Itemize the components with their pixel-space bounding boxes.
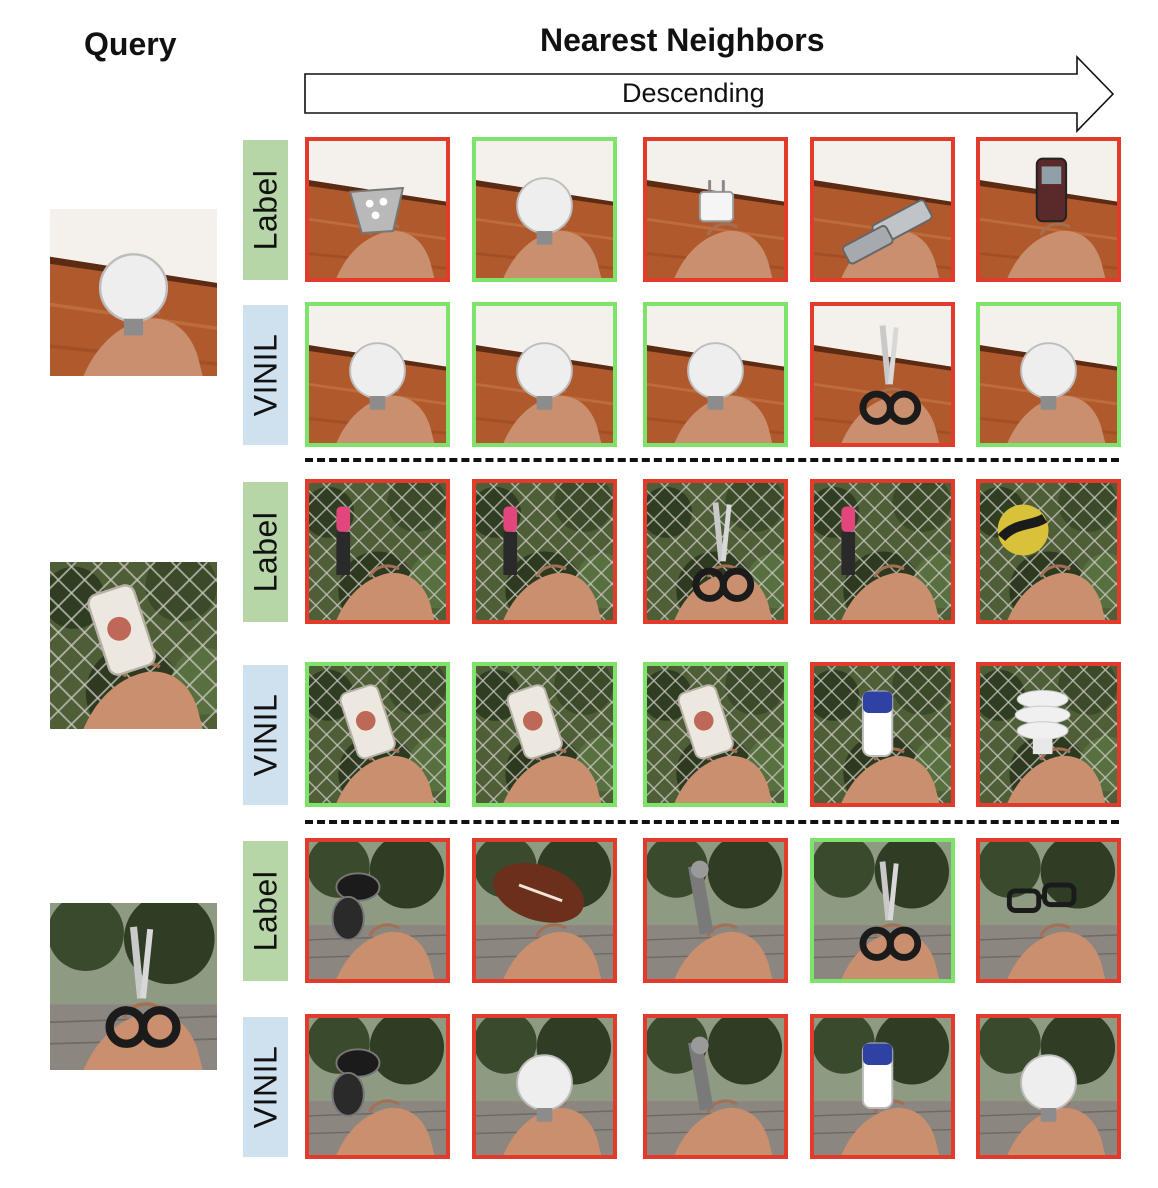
neighbor-thumbnail: [810, 662, 955, 807]
method-label-label: Label: [243, 140, 288, 280]
method-label-vinil: VINIL: [243, 305, 288, 445]
neighbor-thumbnail: [305, 137, 450, 282]
query-image: [47, 893, 218, 1070]
arrow-label: Descending: [622, 78, 765, 108]
neighbor-thumbnail: [976, 137, 1121, 282]
neighbor-thumbnail: [472, 662, 617, 807]
neighbor-thumbnail: [472, 838, 617, 983]
group-separator: [305, 820, 1119, 824]
neighbor-thumbnail: [305, 662, 450, 807]
neighbor-thumbnail: [810, 1014, 955, 1159]
neighbor-thumbnail: [643, 137, 788, 282]
method-label-text: Label: [247, 870, 283, 952]
method-label-text: VINIL: [247, 333, 283, 417]
neighbor-thumbnail: [810, 838, 955, 983]
neighbor-thumbnail: [976, 1014, 1121, 1159]
neighbor-thumbnail: [643, 662, 788, 807]
query-column-title: Query: [84, 26, 177, 62]
neighbor-thumbnail: [976, 302, 1121, 447]
neighbor-thumbnail: [472, 479, 617, 624]
nearest-neighbors-title: Nearest Neighbors: [540, 22, 825, 58]
method-label-text: Label: [247, 169, 283, 251]
query-image: [0, 550, 550, 741]
method-label-label: Label: [243, 482, 288, 622]
neighbor-thumbnail: [643, 838, 788, 983]
descending-arrow-icon: [304, 55, 1115, 133]
neighbor-thumbnail: [305, 302, 450, 447]
neighbor-thumbnail: [305, 1014, 450, 1159]
neighbor-thumbnail: [643, 302, 788, 447]
neighbor-thumbnail: [643, 1014, 788, 1159]
neighbor-thumbnail: [810, 302, 955, 447]
group-separator: [305, 458, 1119, 462]
method-label-text: VINIL: [247, 1045, 283, 1129]
method-label-vinil: VINIL: [243, 665, 288, 805]
neighbor-thumbnail: [472, 137, 617, 282]
method-label-vinil: VINIL: [243, 1017, 288, 1157]
query-image: [49, 209, 218, 376]
neighbor-thumbnail: [976, 662, 1121, 807]
method-label-label: Label: [243, 841, 288, 981]
neighbor-thumbnail: [305, 838, 450, 983]
neighbor-thumbnail: [810, 137, 955, 282]
neighbor-thumbnail: [472, 302, 617, 447]
neighbor-thumbnail: [976, 838, 1121, 983]
neighbor-thumbnail: [810, 479, 955, 624]
neighbor-thumbnail: [976, 479, 1121, 624]
method-label-text: Label: [247, 511, 283, 593]
neighbor-thumbnail: [643, 479, 788, 624]
method-label-text: VINIL: [247, 693, 283, 777]
neighbor-thumbnail: [472, 1014, 617, 1159]
neighbor-thumbnail: [305, 479, 450, 624]
